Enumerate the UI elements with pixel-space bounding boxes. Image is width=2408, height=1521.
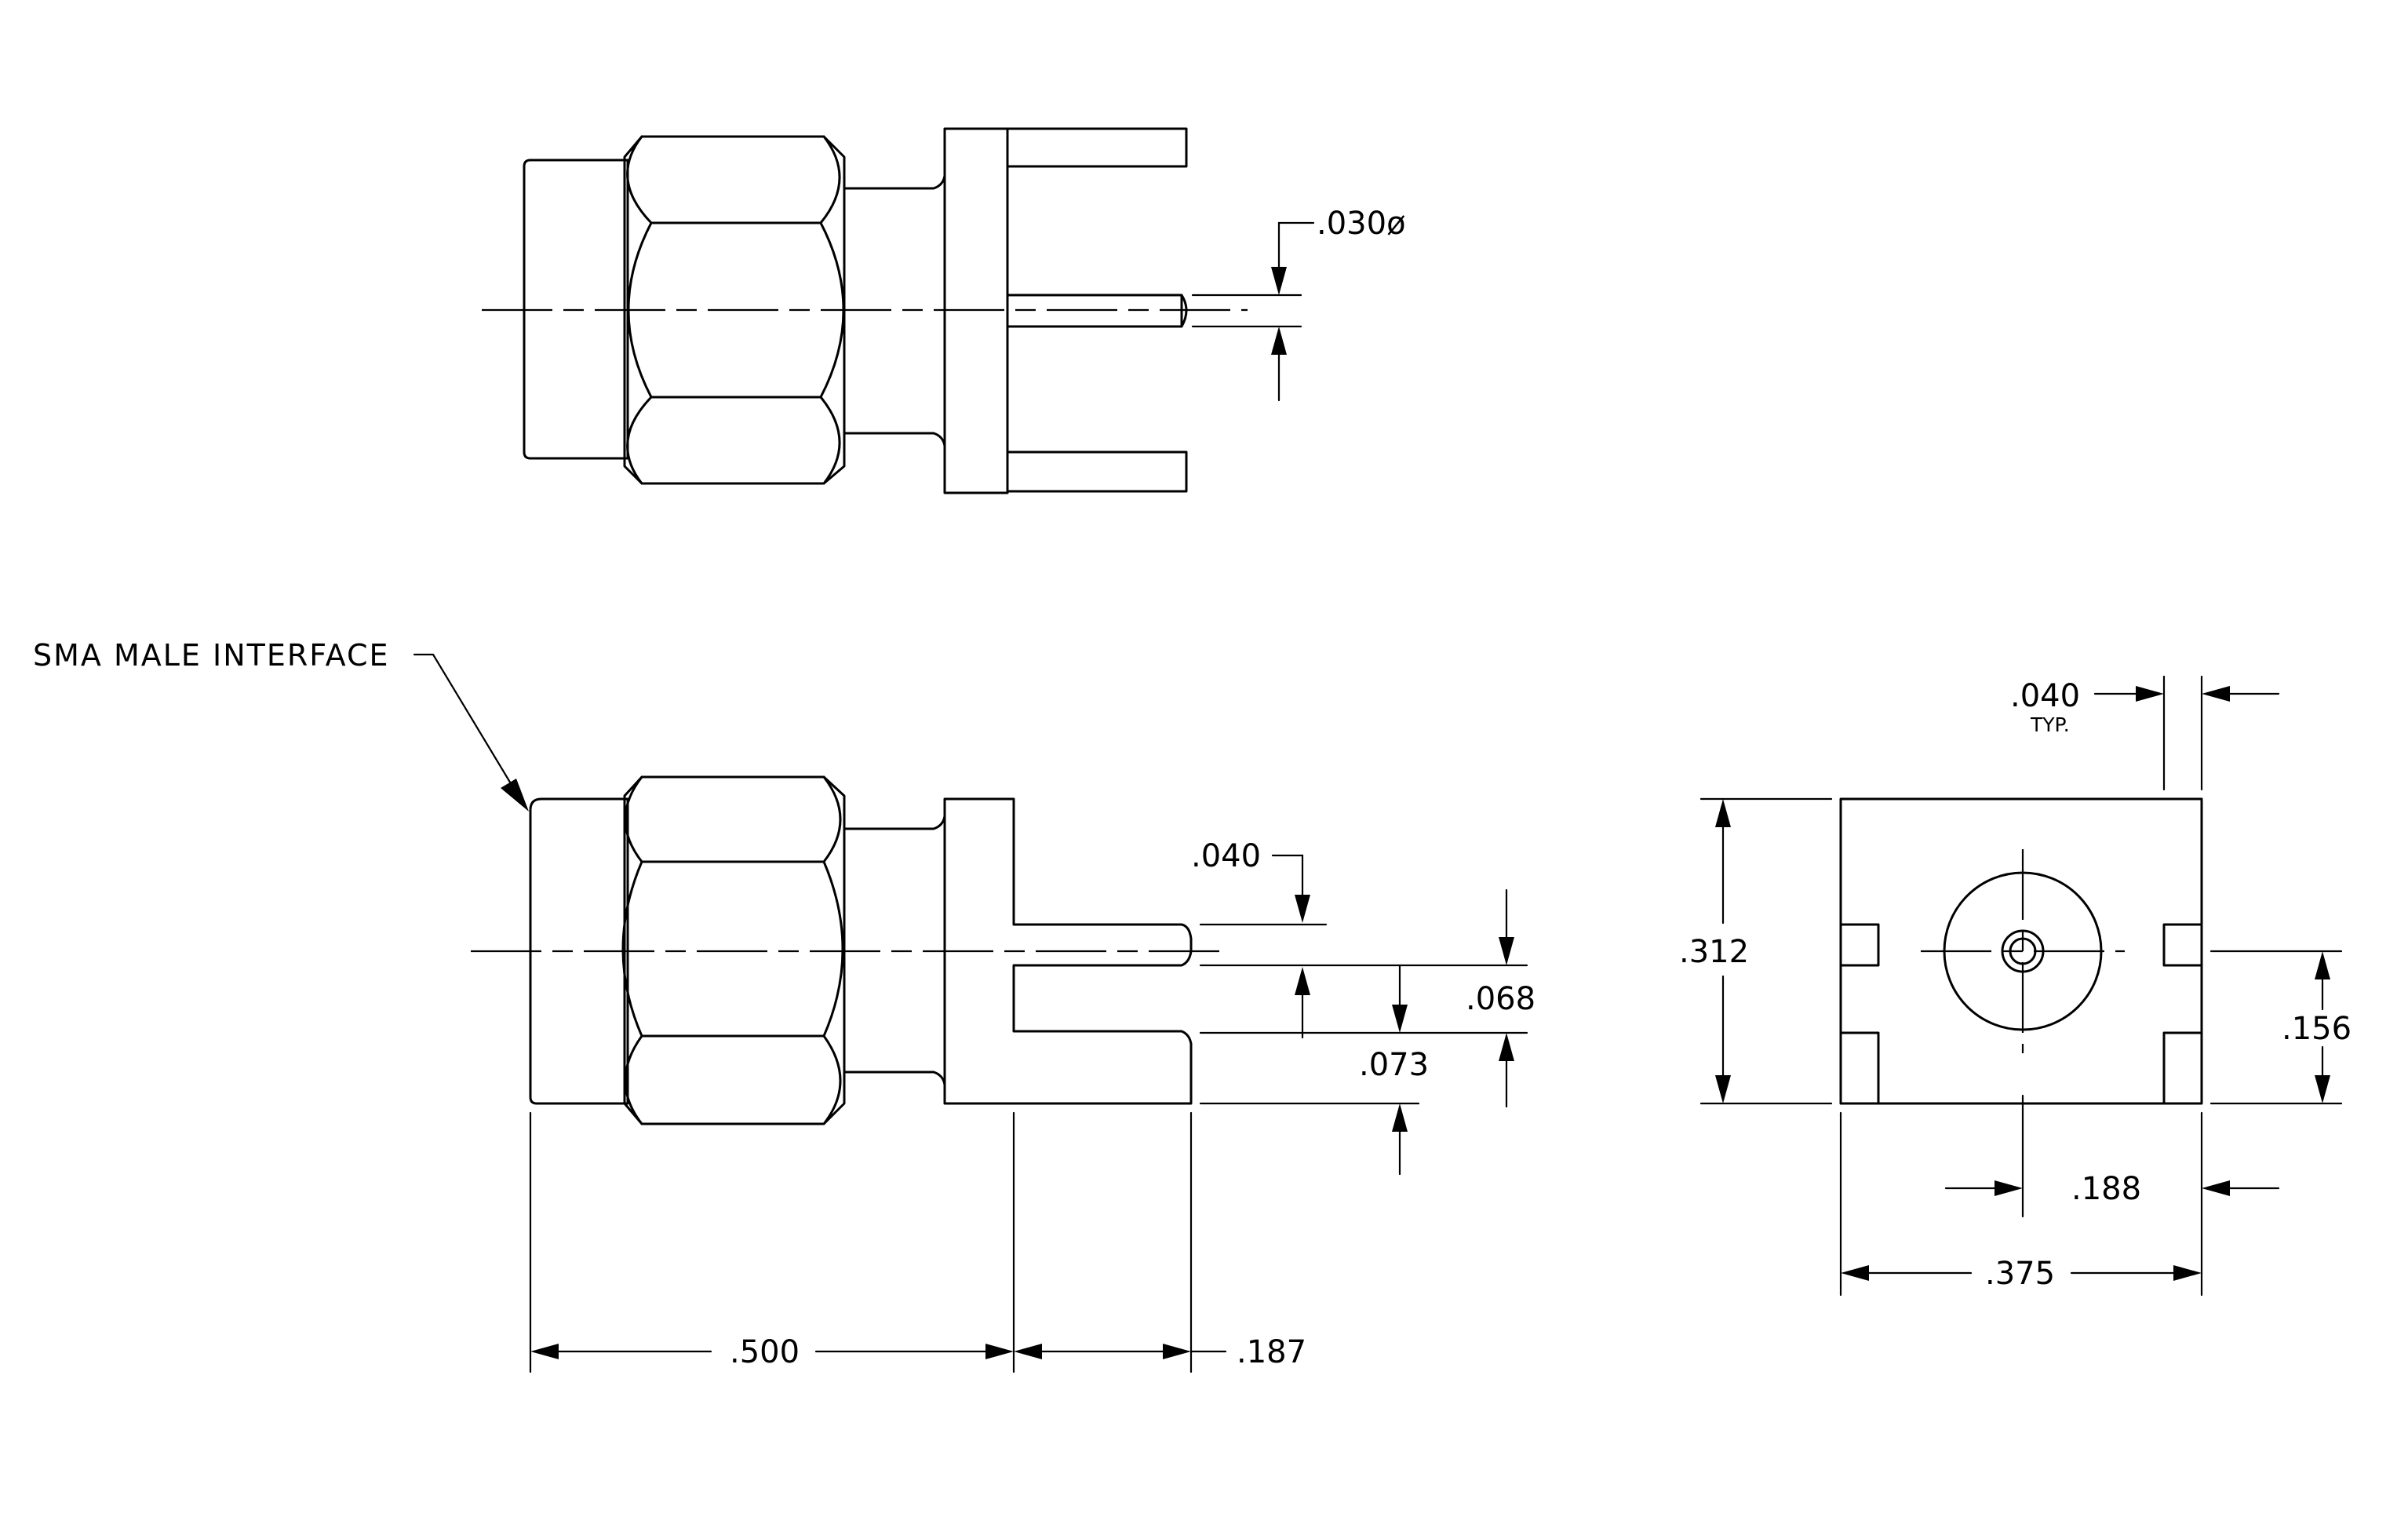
dim-flange-thickness-note: TYP. <box>2030 713 2070 736</box>
arrowhead <box>1715 1075 1731 1103</box>
callout-label: SMA MALE INTERFACE <box>33 638 390 673</box>
callout-leader <box>413 653 513 786</box>
front-leg-slots <box>1839 923 2203 1105</box>
arrowhead <box>1995 1180 2023 1196</box>
arrowhead <box>1271 326 1287 355</box>
arrowhead <box>530 1344 559 1359</box>
side-view: SMA MALE INTERFACE .040 .068 <box>33 638 1536 1373</box>
dim-flange-thickness: .040 <box>2010 678 2080 714</box>
arrowhead <box>1295 895 1310 923</box>
dim-pin-length: .187 <box>1237 1334 1306 1370</box>
top-upper-leg <box>1006 127 1188 168</box>
dim-pin-height: .073 <box>1359 1047 1429 1083</box>
dim-leader-pin <box>1277 221 1315 268</box>
top-lower-leg <box>1006 450 1188 493</box>
arrowhead <box>1295 967 1310 995</box>
dim-half-width: .188 <box>2071 1171 2141 1207</box>
top-view: .030ø <box>482 127 1406 494</box>
dim-flange-height: .312 <box>1679 934 1749 970</box>
arrowhead <box>1392 1005 1408 1033</box>
arrowhead <box>1499 937 1514 965</box>
front-flange <box>1839 797 2203 1105</box>
arrowhead <box>2315 951 2330 979</box>
arrowhead <box>985 1344 1014 1359</box>
dim-pin-diameter: .030ø <box>1317 206 1406 242</box>
dim-pin-offset: .040 <box>1191 838 1261 874</box>
arrowhead <box>2173 1265 2202 1281</box>
dim-flange-width: .375 <box>1985 1256 2055 1292</box>
arrowhead <box>501 779 529 812</box>
arrowhead <box>1014 1344 1042 1359</box>
side-hex-facets <box>621 775 844 1125</box>
arrowhead <box>1271 267 1287 295</box>
side-flange-and-pin <box>943 797 1193 1105</box>
side-coupling-body <box>529 797 629 1105</box>
top-coupling-body <box>523 159 629 460</box>
arrowhead <box>1841 1265 1869 1281</box>
arrowhead <box>2136 686 2164 702</box>
arrowhead <box>2202 686 2230 702</box>
dim-body-length: .500 <box>730 1334 800 1370</box>
front-view: .040 TYP. .312 .156 .188 .375 <box>1679 675 2352 1297</box>
arrowhead <box>1163 1344 1191 1359</box>
arrowhead <box>1499 1033 1514 1061</box>
arrowhead <box>2202 1180 2230 1196</box>
arrowhead <box>1715 799 1731 827</box>
arrowhead <box>1392 1103 1408 1132</box>
arrowhead <box>2315 1075 2330 1103</box>
dim-pin-thickness: .068 <box>1466 981 1536 1017</box>
dim-half-height: .156 <box>2282 1011 2352 1047</box>
dim-leader <box>1271 854 1304 896</box>
